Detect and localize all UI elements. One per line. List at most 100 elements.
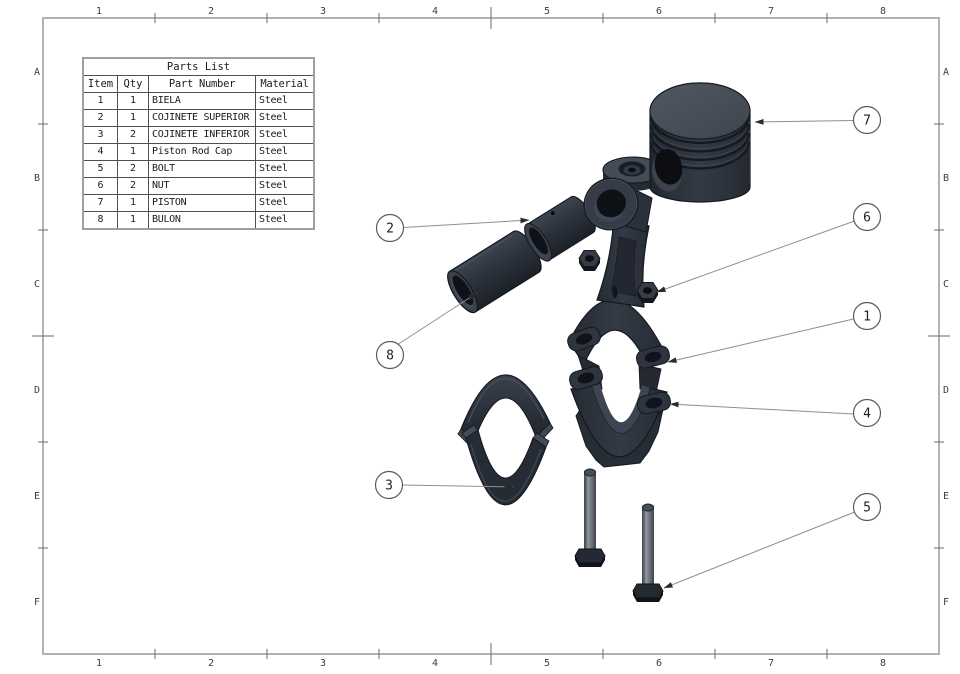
cell-qty: 1 [118,195,149,211]
cell-item: 7 [84,195,118,211]
frame-row-labels-right: A B C D E F [943,67,949,608]
parts-list-row: 3 2 COJINETE INFERIOR Steel [84,127,313,144]
parts-list-row: 6 2 NUT Steel [84,178,313,195]
svg-text:8: 8 [880,658,886,669]
cell-material: Steel [259,214,288,225]
part-biela-rod[interactable] [565,156,671,394]
svg-text:F: F [34,597,40,608]
cell-qty: 1 [118,93,149,109]
part-nut-a[interactable] [578,250,601,272]
balloon-6[interactable]: 6 [656,202,882,293]
svg-text:6: 6 [656,6,662,17]
part-bolt-a[interactable] [574,468,606,567]
svg-text:5: 5 [863,501,871,516]
parts-list-row: 7 1 PISTON Steel [84,195,313,212]
svg-text:A: A [34,67,40,78]
header-material: Material [260,78,309,90]
part-bolt-b[interactable] [632,503,664,602]
svg-text:4: 4 [863,407,871,422]
cell-material: Steel [259,146,288,157]
cell-part-number: NUT [149,178,256,194]
cell-item: 4 [84,144,118,160]
cell-qty: 1 [118,144,149,160]
cell-item: 1 [84,93,118,109]
frame-row-labels-left: A B C D E F [34,67,40,608]
parts-list-title: Parts List [84,59,313,76]
svg-text:8: 8 [880,6,886,17]
svg-text:B: B [34,173,40,184]
cell-material: Steel [259,112,288,123]
cell-qty: 1 [118,110,149,126]
cell-material: Steel [259,197,288,208]
parts-list-row: 5 2 BOLT Steel [84,161,313,178]
parts-list-header: Item Qty Part Number Material [84,76,313,93]
svg-text:6: 6 [863,211,871,226]
cell-material: Steel [259,129,288,140]
part-bulon-pin[interactable] [442,227,546,317]
cell-qty: 2 [118,161,149,177]
svg-text:1: 1 [863,310,871,325]
frame-column-labels-bottom: 1 2 3 4 5 6 7 8 [96,658,886,669]
parts-list-row: 2 1 COJINETE SUPERIOR Steel [84,110,313,127]
header-qty: Qty [118,76,149,92]
cell-item: 6 [84,178,118,194]
svg-text:7: 7 [768,6,774,17]
svg-text:F: F [943,597,949,608]
svg-text:2: 2 [208,6,214,17]
parts-list-row: 8 1 BULON Steel [84,212,313,228]
svg-text:3: 3 [385,479,393,494]
svg-text:4: 4 [432,6,438,17]
svg-text:7: 7 [863,114,871,129]
svg-text:5: 5 [544,6,550,17]
svg-text:E: E [943,491,949,502]
balloon-2[interactable]: 2 [375,213,530,243]
cell-part-number: BULON [149,212,256,228]
cell-item: 2 [84,110,118,126]
svg-text:B: B [943,173,949,184]
balloon-7[interactable]: 7 [754,105,882,135]
frame-column-labels-top: 1 2 3 4 5 6 7 8 [96,6,886,17]
part-nut-b[interactable] [636,282,659,304]
part-piston[interactable] [647,82,751,203]
cell-part-number: COJINETE SUPERIOR [149,110,256,126]
svg-text:8: 8 [386,349,394,364]
parts-list-table[interactable]: Parts List Item Qty Part Number Material… [82,57,315,230]
balloon-5[interactable]: 5 [663,492,882,589]
part-rod-cap[interactable] [568,365,672,468]
balloon-4[interactable]: 4 [669,398,882,428]
cell-part-number: BOLT [149,161,256,177]
cell-qty: 2 [118,127,149,143]
svg-text:1: 1 [96,658,102,669]
frame-ticks [32,7,950,665]
svg-text:D: D [34,385,40,396]
cell-material: Steel [259,163,288,174]
sheet-frame: 1 2 3 4 5 6 7 8 1 2 3 4 5 6 7 8 A B C D … [32,6,950,669]
header-part-number: Part Number [149,76,256,92]
balloon-3[interactable]: 3 [374,470,514,500]
cell-item: 5 [84,161,118,177]
cell-item: 3 [84,127,118,143]
parts-list-row: 1 1 BIELA Steel [84,93,313,110]
svg-text:2: 2 [208,658,214,669]
cell-material: Steel [259,95,288,106]
cell-part-number: PISTON [149,195,256,211]
svg-text:5: 5 [544,658,550,669]
cell-part-number: BIELA [149,93,256,109]
cell-item: 8 [84,212,118,228]
svg-text:3: 3 [320,6,326,17]
part-cojinete-superior[interactable] [520,192,601,265]
svg-text:A: A [943,67,949,78]
part-cojinete-inferior-lower[interactable] [461,424,550,506]
balloon-8[interactable]: 8 [375,292,478,370]
balloon-1[interactable]: 1 [667,301,882,363]
cell-part-number: COJINETE INFERIOR [149,127,256,143]
cell-material: Steel [259,180,288,191]
svg-text:3: 3 [320,658,326,669]
svg-text:E: E [34,491,40,502]
svg-text:2: 2 [386,222,394,237]
cell-part-number: Piston Rod Cap [149,144,256,160]
cell-qty: 2 [118,178,149,194]
svg-text:6: 6 [656,658,662,669]
